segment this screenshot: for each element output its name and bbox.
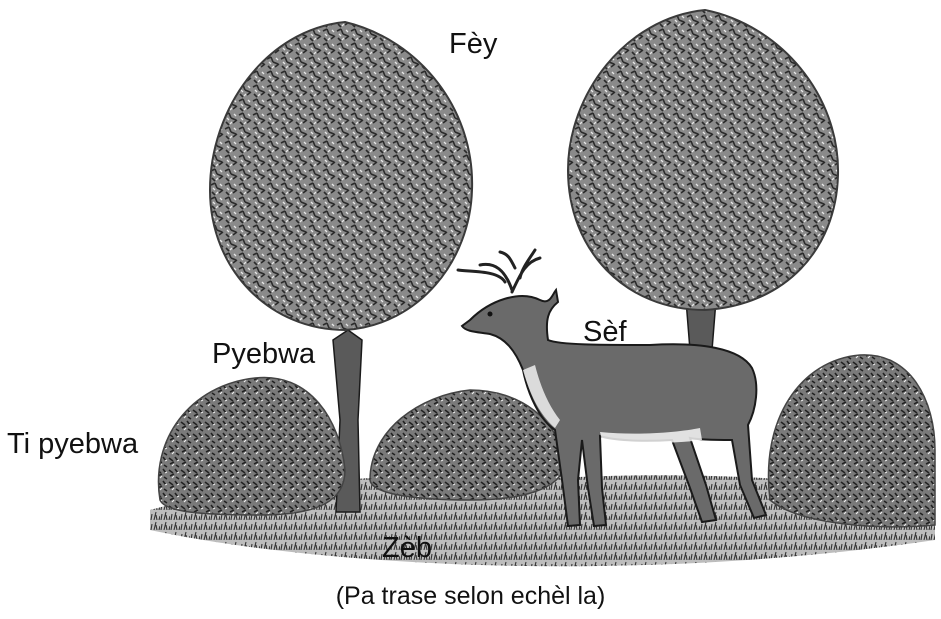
right-tree-canopy [568, 10, 838, 310]
right-shrub [768, 355, 935, 527]
caption-not-to-scale: (Pa trase selon echèl la) [0, 582, 941, 611]
right-tree [568, 10, 838, 350]
deer-antlers [458, 250, 540, 292]
label-shrub: Ti pyebwa [7, 430, 138, 459]
label-tree: Pyebwa [212, 340, 315, 369]
label-grass: Zèb [382, 534, 432, 563]
label-leaves: Fèy [449, 30, 497, 59]
left-shrub [158, 377, 345, 515]
left-tree-canopy [210, 22, 472, 330]
deer-eye [488, 312, 493, 317]
label-deer: Sèf [583, 318, 627, 347]
